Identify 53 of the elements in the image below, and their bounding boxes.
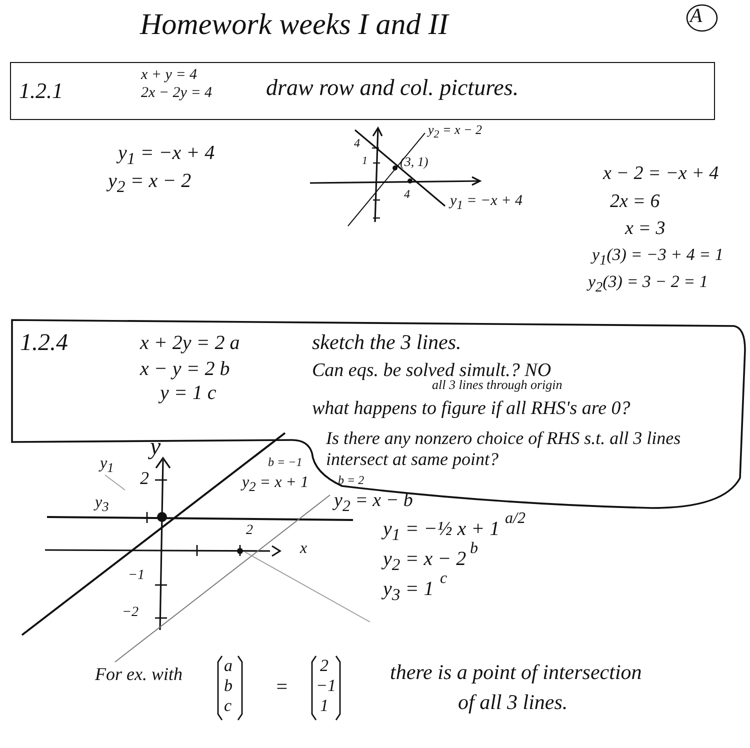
equation: 2x = 6 [610,191,660,213]
sentence: For ex. with [95,664,182,685]
note: all 3 lines through origin [432,378,562,393]
problem-box [10,62,715,120]
sentence: there is a point of intersection [390,660,642,684]
equation: x + y = 4 [141,67,198,84]
equals-sign: = [275,676,288,699]
note: b [470,540,478,558]
problem-number: 1.2.4 [20,330,68,358]
mark-letter: A [690,5,702,28]
matrix-entry: 2 [320,656,328,676]
equation: x − y = 2 b [140,358,230,381]
tick-label: −1 [128,568,144,584]
line-label: b = −1 [268,456,302,470]
question: Is there any nonzero choice of RHS s.t. all 3 lines intersect at same point? [326,428,682,470]
equation: y$_{2}$ = x − 2 [108,170,192,196]
equation: x = 3 [625,218,666,240]
tick-label: 4 [404,188,410,202]
matrix-entry: c [224,696,232,716]
title: Homework weeks I and II [140,8,448,42]
equation: y = 1 c [160,382,216,405]
problem-number: 1.2.1 [19,78,63,104]
line-label: y$_{3}$ [95,494,109,514]
tick-label: 2 [140,468,149,489]
line-label: b = 2 [338,474,364,488]
axis-label: x [300,540,308,558]
question: Can eqs. be solved simult.? NO [312,360,552,381]
matrix-entry: b [224,676,232,696]
line-label: y$_{2}$ = x + 1 [242,474,308,494]
equation: y$_{3}$ = 1 [383,578,434,604]
matrix-entry: 1 [320,696,328,716]
tick-label: 1 [362,155,368,168]
sentence: of all 3 lines. [458,690,568,714]
note: a/2 [505,510,526,528]
instruction: sketch the 3 lines. [312,330,462,354]
axis-label: y [150,434,161,462]
tick-label: 4 [354,137,360,151]
tick-label: 2 [246,523,253,540]
instruction: draw row and col. pictures. [266,75,519,102]
equation: y$_{1}$(3) = −3 + 4 = 1 [592,245,724,269]
axis-label: y$_{2}$ = x − 2 [428,123,482,142]
question: what happens to figure if all RHS's are 0? [312,398,630,420]
equation: 2x − 2y = 4 [141,85,212,102]
line-label: y$_{1}$ [100,455,114,476]
matrix-entry: a [224,656,232,676]
matrix-entry: −1 [316,676,336,696]
equation: x − 2 = −x + 4 [603,163,719,185]
equation: x + 2y = 2 a [140,332,240,355]
equation: y$_{2}$(3) = 3 − 2 = 1 [588,272,708,296]
problem-box [12,318,745,510]
tick-label: −2 [122,605,138,622]
equation: y$_{1}$ = −x + 4 [118,142,215,168]
line-label: y$_{1}$ = −x + 4 [450,193,522,212]
